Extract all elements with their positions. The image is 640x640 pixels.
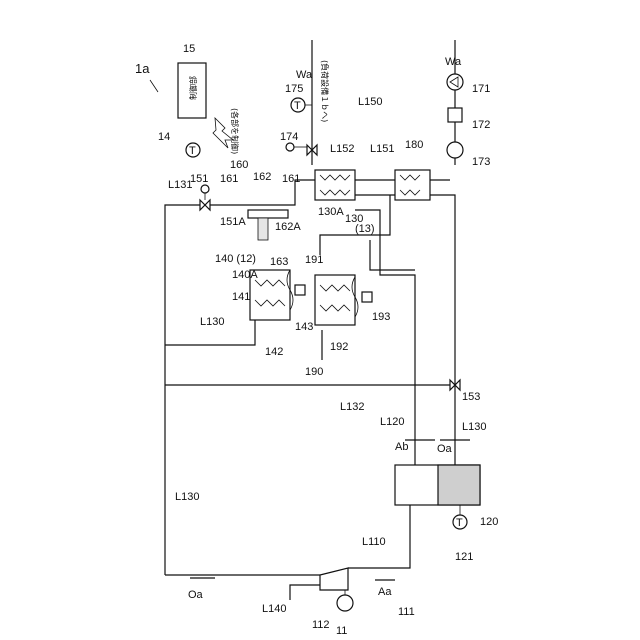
ref-162A: 162A bbox=[275, 221, 301, 233]
evaporator-140 bbox=[250, 270, 305, 320]
fan-motor-193 bbox=[362, 292, 372, 302]
fluid-wa-out: Wa bbox=[296, 69, 313, 81]
line-L132: L132 bbox=[340, 401, 364, 413]
ref-191: 191 bbox=[305, 254, 323, 266]
ref-140A: 140A bbox=[232, 269, 258, 281]
ref-142: 142 bbox=[265, 346, 283, 358]
fluid-oa-right: Oa bbox=[437, 443, 453, 455]
line-L120: L120 bbox=[380, 416, 404, 428]
line-L152: L152 bbox=[330, 143, 354, 155]
line-L150: L150 bbox=[358, 96, 382, 108]
fluid-aa: Aa bbox=[378, 586, 392, 598]
ref-192: 192 bbox=[330, 341, 348, 353]
line-L130-a: L130 bbox=[200, 316, 224, 328]
evaporator-190 bbox=[315, 275, 372, 325]
load-note: (負荷設備１ｂへ) bbox=[320, 60, 330, 122]
system-arrow-icon bbox=[150, 80, 158, 92]
sensor-symbol: T bbox=[189, 145, 196, 157]
ref-11: 11 bbox=[336, 625, 347, 637]
ref-161b: 161 bbox=[282, 173, 300, 185]
control-arrow-icon bbox=[213, 118, 233, 148]
ref-173: 173 bbox=[472, 156, 490, 168]
ref-180: 180 bbox=[405, 139, 423, 151]
ref-111: 111 bbox=[398, 606, 415, 618]
pump-171 bbox=[447, 74, 463, 90]
compressor-111 bbox=[320, 568, 353, 611]
ref-161a: 161 bbox=[220, 173, 238, 185]
ref-162: 162 bbox=[253, 171, 271, 183]
ref-143: 143 bbox=[295, 321, 313, 333]
receiver-tank-120 bbox=[395, 465, 480, 505]
ref-172: 172 bbox=[472, 119, 490, 131]
ref-174: 174 bbox=[280, 131, 298, 143]
ref-163: 163 bbox=[270, 256, 288, 268]
ref-193: 193 bbox=[372, 311, 390, 323]
ref-130-13: (13) bbox=[355, 223, 375, 235]
ref-151: 151 bbox=[190, 173, 208, 185]
motor-112 bbox=[337, 595, 353, 611]
sensor-symbol: T bbox=[456, 517, 463, 529]
meter-173 bbox=[447, 142, 463, 158]
ref-130A: 130A bbox=[318, 206, 344, 218]
ref-120: 120 bbox=[480, 516, 498, 528]
temp-sensor-121: T bbox=[453, 505, 467, 529]
ref-151A: 151A bbox=[220, 216, 246, 228]
line-L151: L151 bbox=[370, 143, 394, 155]
line-L130-b: L130 bbox=[462, 421, 486, 433]
fluid-ab: Ab bbox=[395, 441, 408, 453]
ref-14: 14 bbox=[158, 131, 170, 143]
heat-exchanger-180 bbox=[395, 170, 430, 200]
ref-112: 112 bbox=[312, 619, 330, 631]
ref-153: 153 bbox=[462, 391, 480, 403]
temp-sensor-175: T bbox=[291, 98, 312, 112]
filter-172 bbox=[448, 108, 462, 122]
line-L110: L110 bbox=[362, 536, 386, 548]
line-L140: L140 bbox=[262, 603, 286, 615]
control-unit-15: 制御部 bbox=[178, 63, 233, 148]
sensor-symbol: T bbox=[294, 100, 301, 112]
control-note: (各部を制御) bbox=[230, 108, 240, 154]
ref-141: 141 bbox=[232, 291, 250, 303]
control-unit-label: 制御部 bbox=[188, 76, 198, 100]
ref-190: 190 bbox=[305, 366, 323, 378]
expansion-valve-151 bbox=[200, 185, 210, 210]
heat-exchanger-130 bbox=[315, 170, 355, 200]
line-L131: L131 bbox=[168, 179, 192, 191]
ref-140: 140 (12) bbox=[215, 253, 256, 265]
fluid-oa-left: Oa bbox=[188, 589, 204, 601]
labels: 1a 15 (各部を制御) 14 160 L131 151 161 162 16… bbox=[135, 43, 498, 637]
ref-121: 121 bbox=[455, 551, 473, 563]
system-label: 1a bbox=[135, 61, 150, 76]
ref-171: 171 bbox=[472, 83, 490, 95]
ref-175: 175 bbox=[285, 83, 303, 95]
ref-15: 15 bbox=[183, 43, 195, 55]
line-L130-c: L130 bbox=[175, 491, 199, 503]
ref-160: 160 bbox=[230, 159, 248, 171]
fluid-wa-in: Wa bbox=[445, 56, 462, 68]
temp-sensor-14: T bbox=[186, 143, 200, 157]
fan-motor-143 bbox=[295, 285, 305, 295]
